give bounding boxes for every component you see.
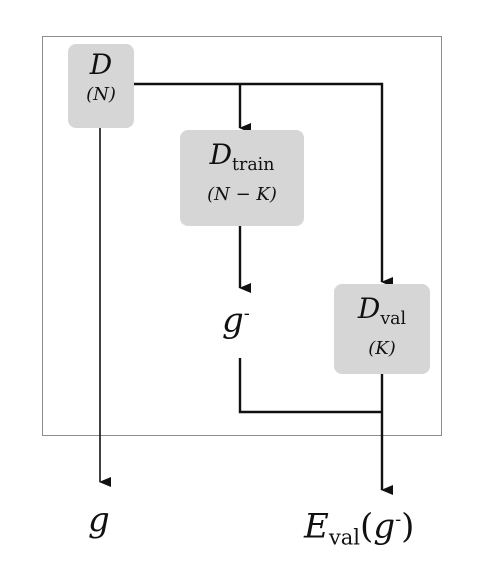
node-dataset-train-count: (N − K) xyxy=(207,184,277,206)
label-g-minus-symbol: g xyxy=(222,300,244,341)
node-dataset-val-subscript: val xyxy=(380,309,407,330)
label-e-val-close: ) xyxy=(401,506,415,547)
label-e-val-symbol: E xyxy=(304,506,329,547)
diagram-frame xyxy=(42,36,442,436)
label-e-val-open: ( xyxy=(360,506,374,547)
edge-gminus-to-join xyxy=(238,358,382,414)
node-dataset-train: Dtrain (N − K) xyxy=(180,130,304,226)
node-dataset-full: D (N) xyxy=(68,44,134,128)
node-dataset-val-symbol: D xyxy=(357,292,381,325)
node-dataset-full-symbol: D xyxy=(89,48,113,81)
label-e-val: Eval(g-) xyxy=(304,498,414,560)
label-g: g xyxy=(88,500,110,540)
node-dataset-full-count: (N) xyxy=(86,84,116,105)
label-g-minus-sup: - xyxy=(243,303,250,324)
edge-d-branch xyxy=(134,82,393,287)
label-e-val-arg: g xyxy=(373,506,396,547)
node-dataset-val: Dval (K) xyxy=(334,284,430,374)
label-e-val-arg-sup: - xyxy=(395,509,402,530)
label-e-val-subscript: val xyxy=(328,524,361,550)
label-g-symbol: g xyxy=(88,500,110,540)
node-dataset-train-subscript: train xyxy=(232,155,275,176)
label-g-minus: g- xyxy=(222,294,250,340)
node-dataset-val-count: (K) xyxy=(368,338,396,360)
node-dataset-train-symbol: D xyxy=(209,138,233,171)
